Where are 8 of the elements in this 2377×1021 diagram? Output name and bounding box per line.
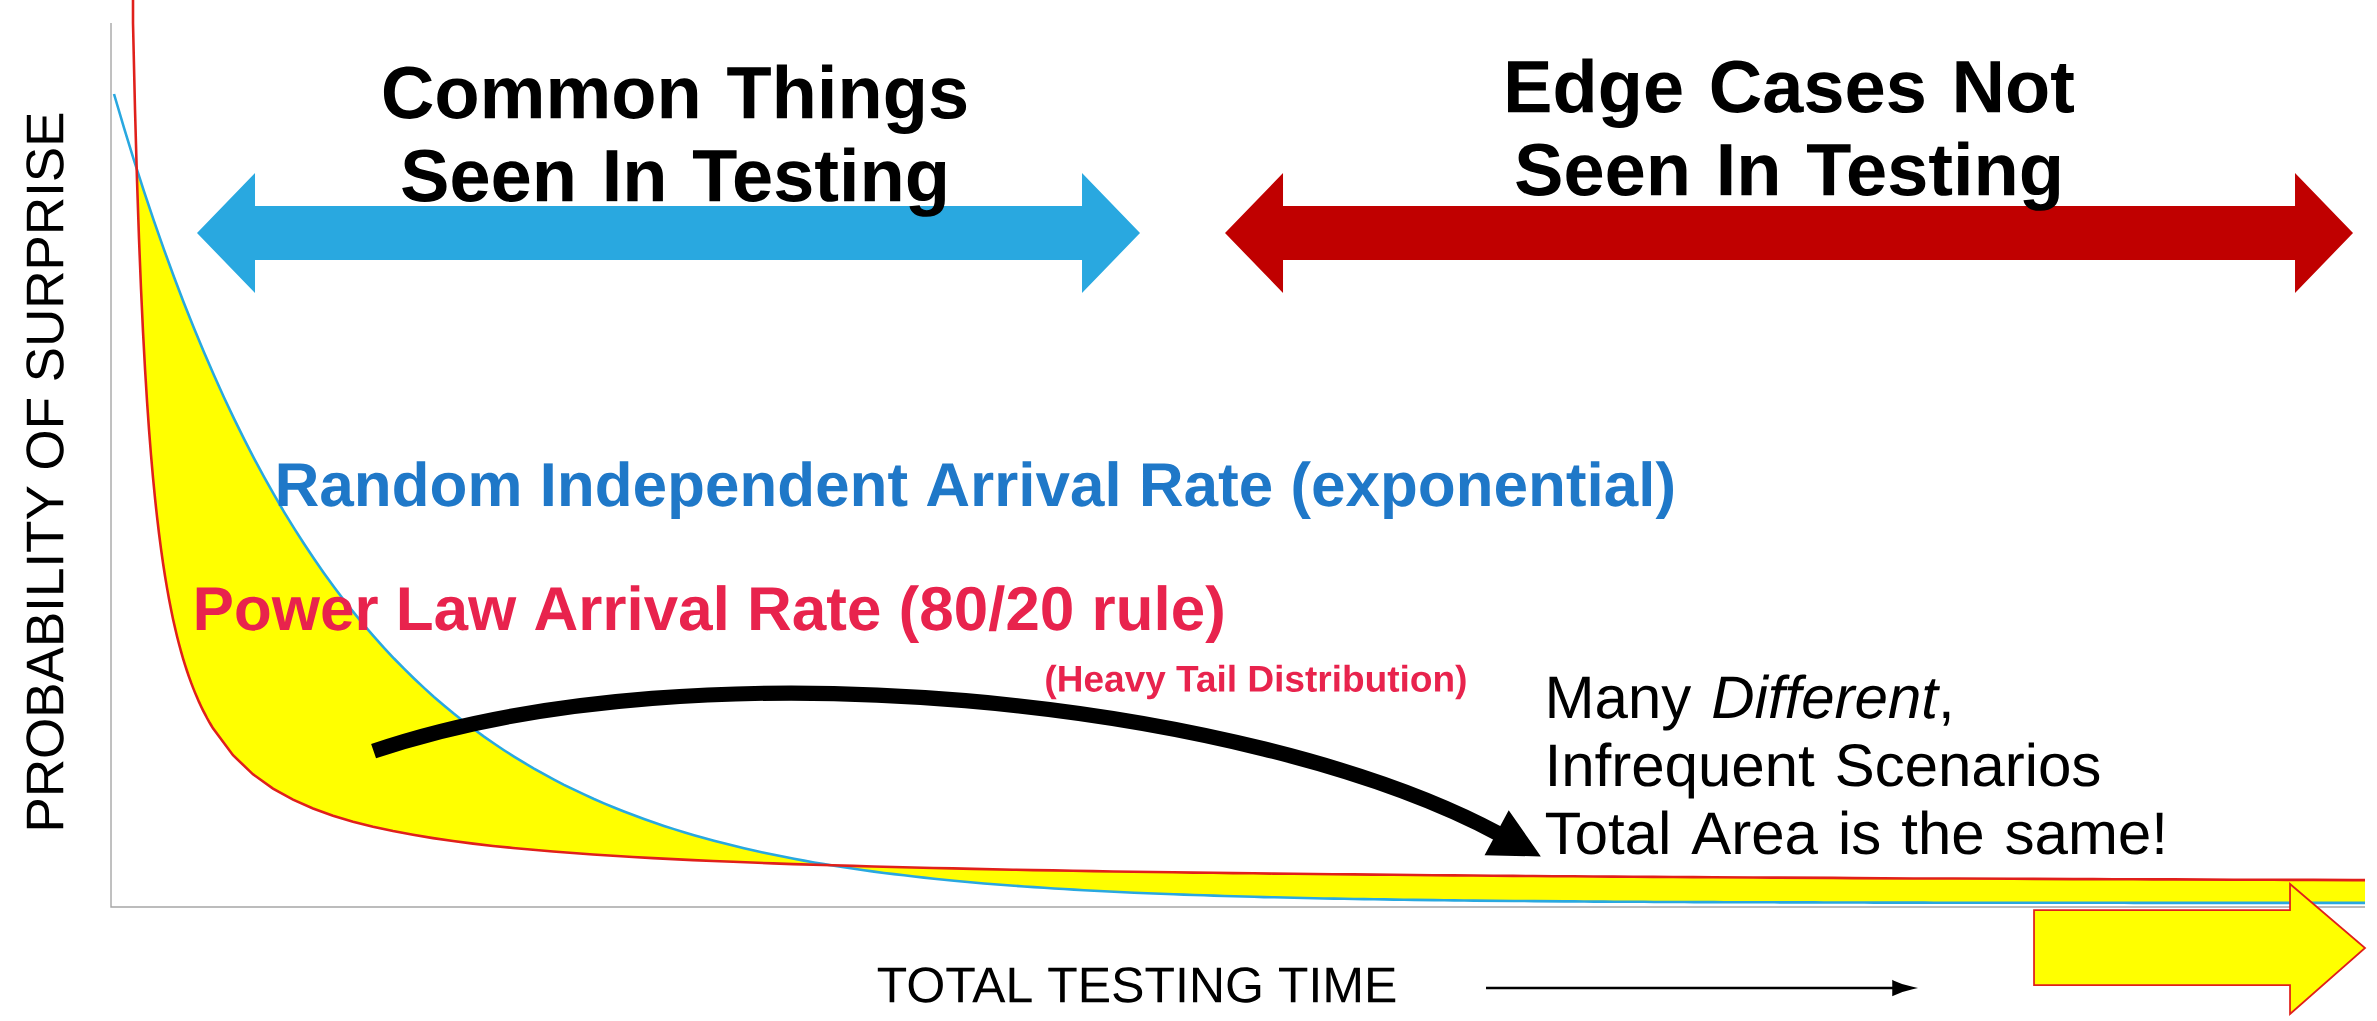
curve-label: (Heavy Tail Distribution) bbox=[1046, 664, 1466, 700]
axis-label: PROBABILITY OF SURPRISE bbox=[26, 113, 64, 829]
curve-label: Random Independent Arrival Rate (exponential) bbox=[278, 461, 1673, 519]
axis-label: TOTAL TESTING TIME bbox=[877, 967, 1396, 1003]
curve-drawing bbox=[112, 0, 2366, 905]
heading-text: Common Things Seen In Testing bbox=[383, 64, 967, 217]
note-text: Many Different, Infrequent Scenarios Total Area is the same! bbox=[1545, 674, 2163, 855]
heading-text: Edge Cases Not Seen In Testing bbox=[1508, 58, 2074, 211]
